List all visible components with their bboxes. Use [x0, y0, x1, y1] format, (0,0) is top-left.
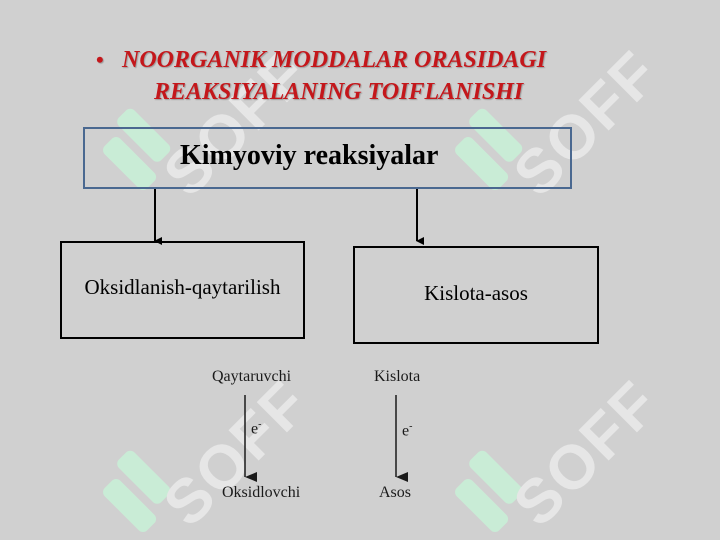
root-node: Kimyoviy reaksiyalar	[83, 127, 572, 189]
title-line-1: NOORGANIK MODDALAR ORASIDAGI	[122, 47, 547, 73]
title-line-2: REAKSIYALANING TOIFLANISHI	[154, 79, 524, 105]
electron-label-right: e-	[402, 421, 413, 440]
base-label: Asos	[379, 484, 412, 501]
bullet-icon: •	[96, 47, 104, 72]
oxidant-label: Oksidlovchi	[222, 484, 301, 501]
acid-label: Kislota	[374, 368, 421, 385]
redox-node-label: Oksidlanish-qaytarilish	[84, 274, 281, 299]
acid-base-node-label: Kislota-asos	[424, 280, 528, 305]
redox-node: Oksidlanish-qaytarilish	[60, 241, 305, 339]
reductant-label: Qaytaruvchi	[212, 368, 292, 385]
root-node-label: Kimyoviy reaksiyalar	[180, 140, 439, 171]
acid-base-node: Kislota-asos	[353, 246, 599, 344]
electron-label-left: e-	[251, 419, 262, 438]
